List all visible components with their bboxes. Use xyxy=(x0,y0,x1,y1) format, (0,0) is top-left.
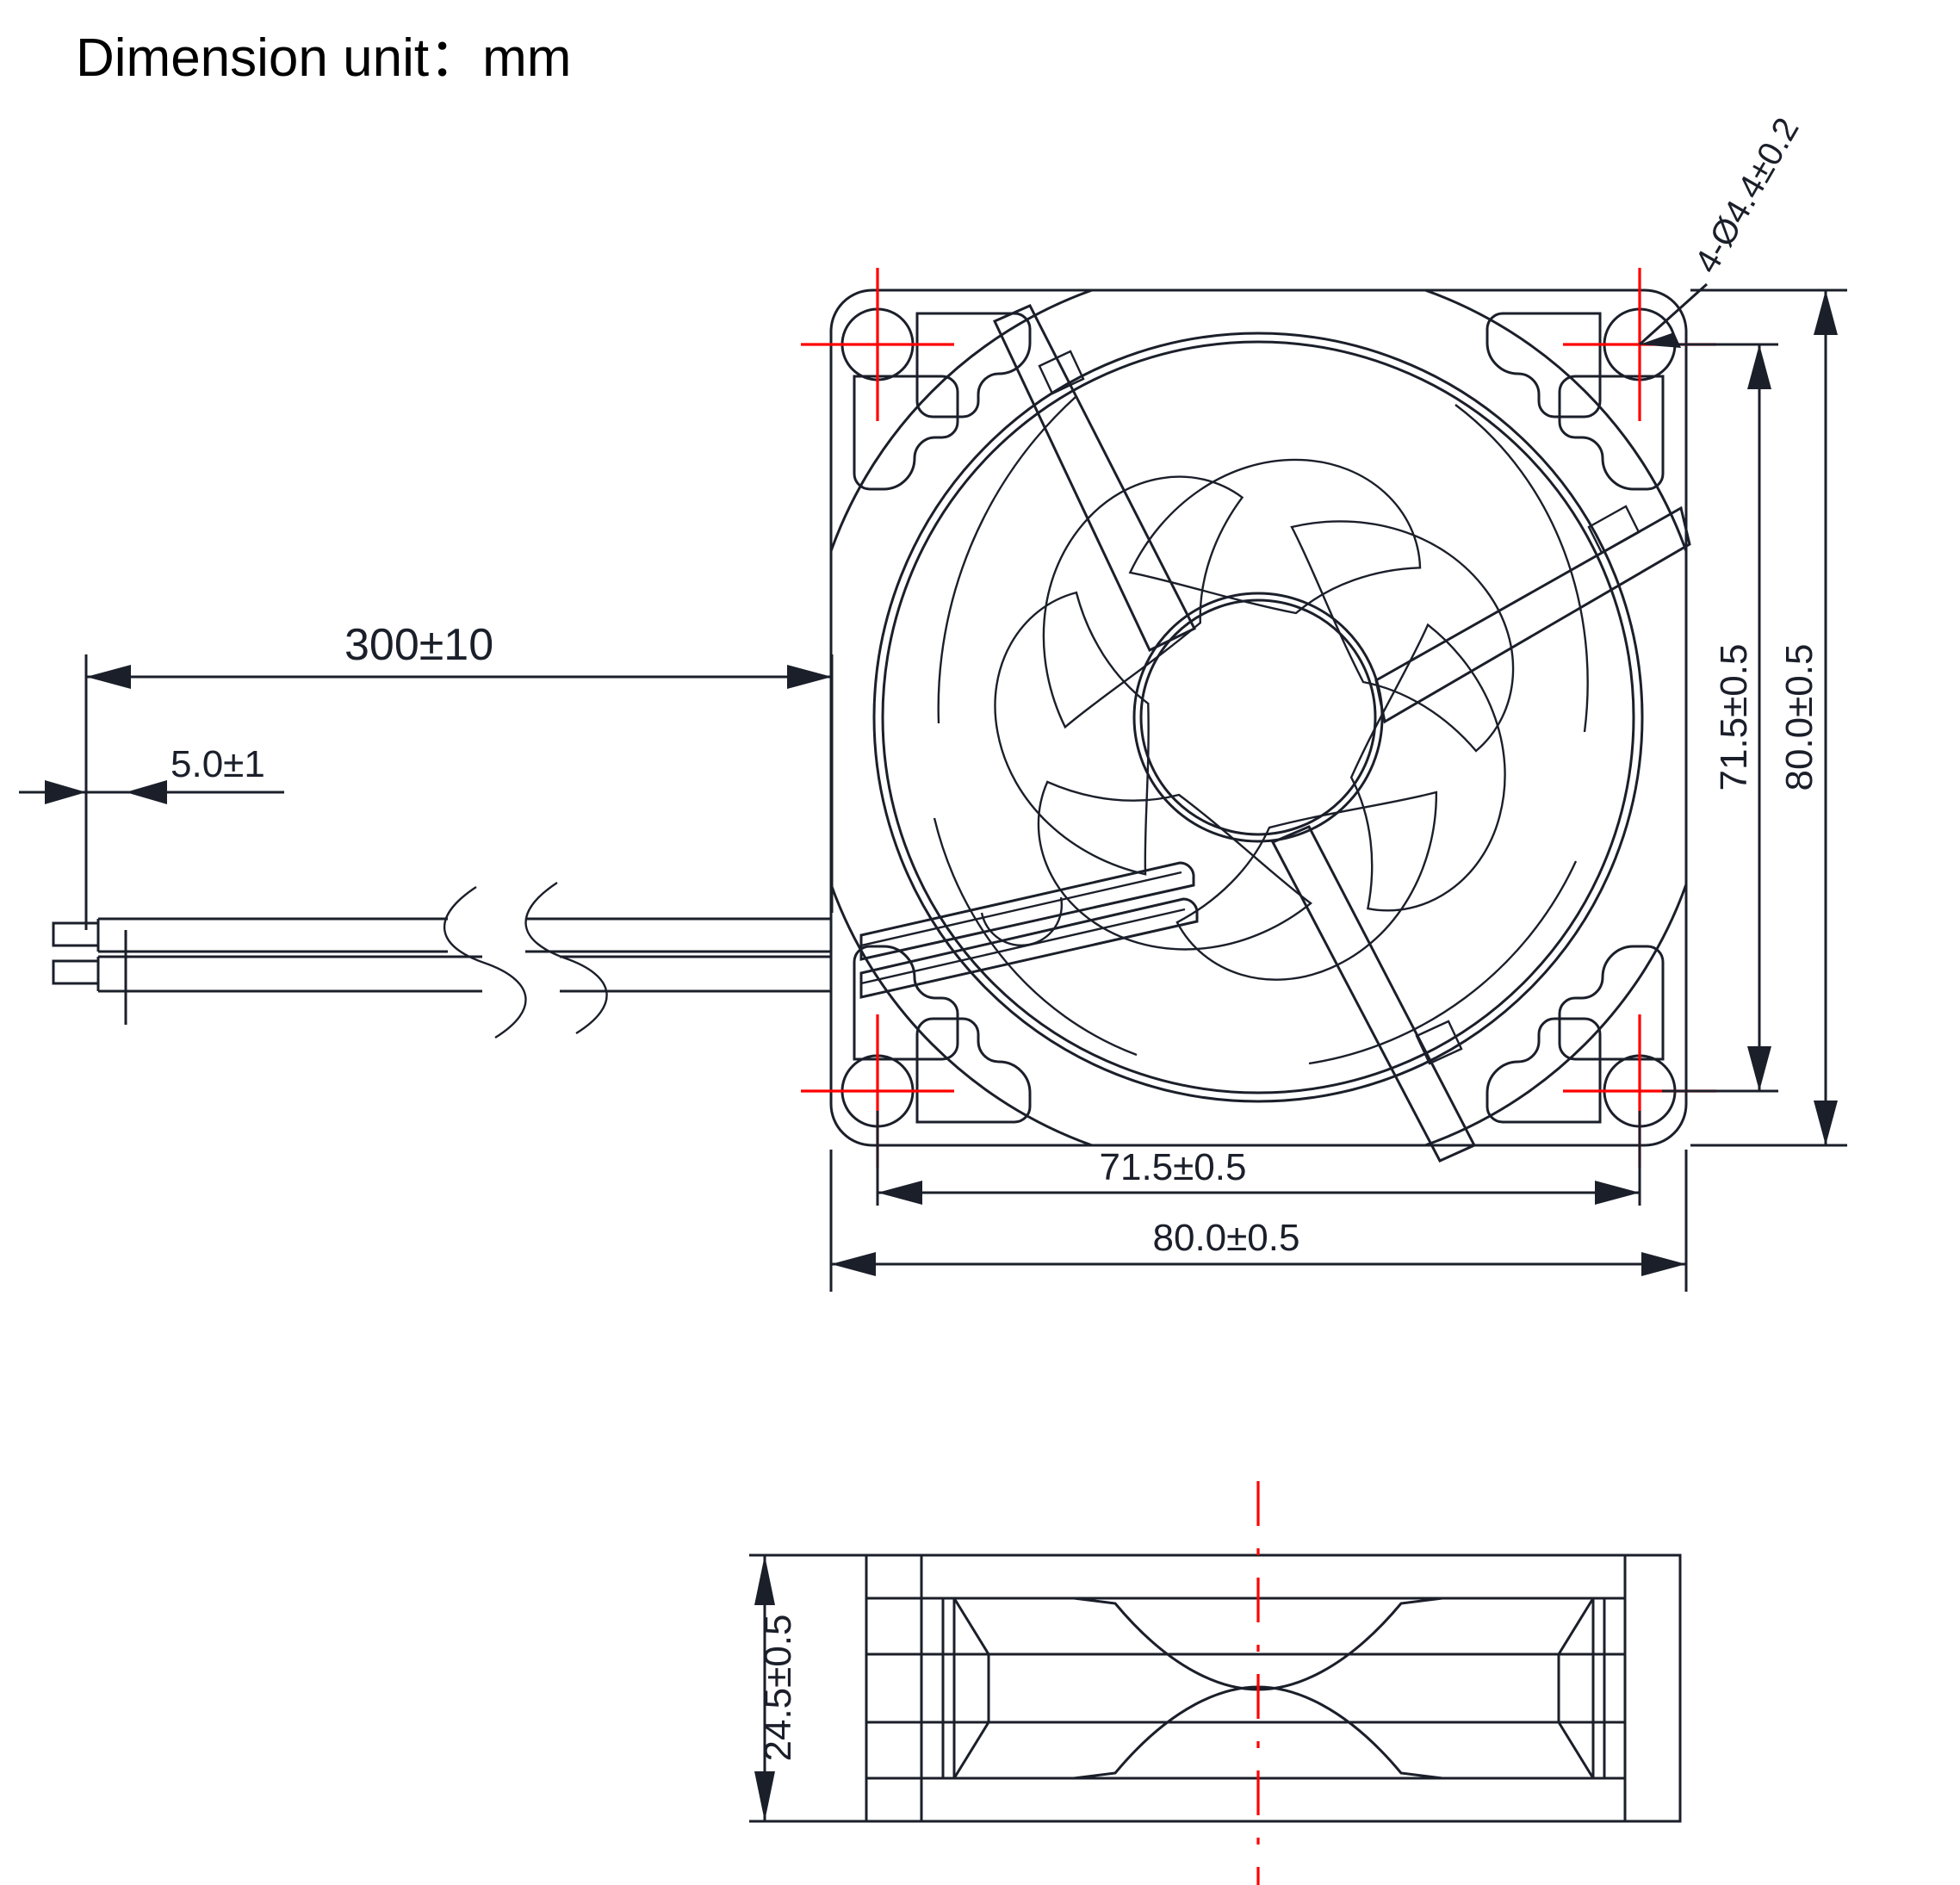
strut-group xyxy=(992,304,1691,1163)
side-view: 24.5±0.5 xyxy=(749,1481,1682,1885)
dim-5-arrow-left xyxy=(45,780,86,804)
strut-lower-right-notch xyxy=(1415,1020,1463,1065)
wire-upper-insulation-left xyxy=(98,917,448,953)
dim-label-strip-length: 5.0±1 xyxy=(171,743,265,785)
strut-upper-left xyxy=(992,304,1197,653)
dim-80-y-arrow-top xyxy=(1814,290,1838,335)
strut-right xyxy=(1374,505,1691,724)
wire-upper-insulation-right xyxy=(525,917,832,953)
shroud-outer-circle xyxy=(872,332,1644,1103)
wire-lower-insulation-right xyxy=(560,955,832,993)
corner-web-bl xyxy=(831,884,1093,1145)
dim-5-arrow-right xyxy=(126,780,167,804)
corner-web-tl xyxy=(831,290,1093,552)
hub-inner-circle xyxy=(1139,598,1377,836)
dim-label-hole-pitch-y: 71.5±0.5 xyxy=(1713,644,1755,791)
corner-web-group xyxy=(831,290,1686,1145)
corner-cutout-bl-a xyxy=(915,1017,1032,1124)
corner-cutout-bl-b xyxy=(853,945,959,1061)
wire-upper-stripped-conductor xyxy=(52,921,100,947)
dim-80-x-arrow-right xyxy=(1641,1252,1686,1276)
fan-blade xyxy=(1290,520,1515,753)
crosshair-tl xyxy=(801,268,954,421)
side-chamfer-br xyxy=(1557,1721,1595,1779)
fan-frame-outline xyxy=(829,288,1688,1147)
corner-cutout-tl-b xyxy=(853,375,959,491)
strut-lower-right xyxy=(1270,825,1477,1163)
page-title: Dimension unit：mm xyxy=(76,28,571,88)
dim-label-lead-length: 300±10 xyxy=(344,620,493,670)
corner-cutout-tl-a xyxy=(915,312,1032,419)
corner-cutout-tr-b xyxy=(1558,375,1665,491)
dim-300-arrow-left xyxy=(86,665,131,689)
dim-lead-length: 300±10 xyxy=(84,620,834,930)
shroud-inner-circle xyxy=(881,340,1635,1094)
dim-71-x-arrow-left xyxy=(878,1181,922,1205)
fan-blade xyxy=(1037,780,1313,951)
corner-pad-group xyxy=(853,312,1665,1124)
front-view xyxy=(801,268,1716,1168)
callout-mounting-holes: 4-Ø4.4±0.2 xyxy=(1638,111,1807,348)
corner-web-br xyxy=(1424,884,1686,1145)
dim-71-x-arrow-right xyxy=(1595,1181,1640,1205)
wire-lower-insulation-left xyxy=(98,955,482,993)
dim-label-hole-pitch-x: 71.5±0.5 xyxy=(1100,1146,1247,1188)
corner-cutout-br-b xyxy=(1558,945,1665,1061)
dim-strip-length: 5.0±1 xyxy=(19,743,284,1025)
corner-cutout-tr-a xyxy=(1486,312,1602,419)
side-chamfer-tl xyxy=(952,1597,990,1655)
dim-80-x-arrow-left xyxy=(831,1252,876,1276)
strut-upper-left-notch xyxy=(1038,350,1085,395)
dim-hole-pitch-y: 71.5±0.5 xyxy=(1662,343,1778,1093)
dim-thick-arrow-bottom xyxy=(754,1771,775,1821)
fan-hub-group xyxy=(1132,592,1384,843)
dim-300-arrow-right xyxy=(787,665,832,689)
side-outer-body xyxy=(865,1553,1682,1823)
callout-leader-line xyxy=(1638,282,1709,346)
wire-rib-upper xyxy=(859,861,1195,961)
dim-label-height-outer: 80.0±0.5 xyxy=(1778,644,1820,791)
dim-71-y-arrow-top xyxy=(1747,344,1771,389)
dim-thick-arrow-top xyxy=(754,1555,775,1605)
blade-root-arcs xyxy=(933,395,1589,1065)
lead-wire-group xyxy=(52,881,832,1039)
break-symbol-right xyxy=(524,881,608,1035)
dim-height-outer: 80.0±0.5 xyxy=(1690,288,1847,1147)
wire-rib-line-a xyxy=(860,871,1182,947)
dim-label-hole-callout: 4-Ø4.4±0.2 xyxy=(1688,111,1807,279)
fan-blade xyxy=(994,591,1150,876)
wire-lower-stripped-conductor xyxy=(52,959,100,985)
callout-leader-arrow xyxy=(1640,332,1681,348)
fan-blade xyxy=(1175,791,1438,981)
fan-blade xyxy=(1128,458,1422,615)
hub-outer-circle xyxy=(1132,592,1384,843)
dim-71-y-arrow-bottom xyxy=(1747,1046,1771,1091)
mounting-hole-group xyxy=(840,307,1677,1128)
dim-80-y-arrow-bottom xyxy=(1814,1101,1838,1145)
side-chamfer-tr xyxy=(1557,1597,1595,1655)
side-chamfer-bl xyxy=(952,1721,990,1779)
dim-label-thickness: 24.5±0.5 xyxy=(757,1615,799,1762)
strut-right-notch xyxy=(1587,505,1641,555)
dim-width-outer: 80.0±0.5 xyxy=(829,1150,1688,1292)
wire-rib-arc xyxy=(980,896,1064,947)
dim-label-width-outer: 80.0±0.5 xyxy=(1153,1217,1300,1259)
wire-carrier-rib xyxy=(859,861,1199,999)
corner-cutout-br-a xyxy=(1486,1017,1602,1124)
fan-blade xyxy=(1349,623,1506,912)
dim-hole-pitch-x: 71.5±0.5 xyxy=(876,1111,1641,1206)
corner-web-tr xyxy=(1424,290,1686,552)
break-symbol-left xyxy=(443,885,527,1039)
wire-rib-lower xyxy=(859,897,1199,999)
fan-blade-group xyxy=(933,395,1589,1065)
dim-thickness: 24.5±0.5 xyxy=(749,1553,870,1823)
fan-shroud-group xyxy=(872,332,1644,1103)
